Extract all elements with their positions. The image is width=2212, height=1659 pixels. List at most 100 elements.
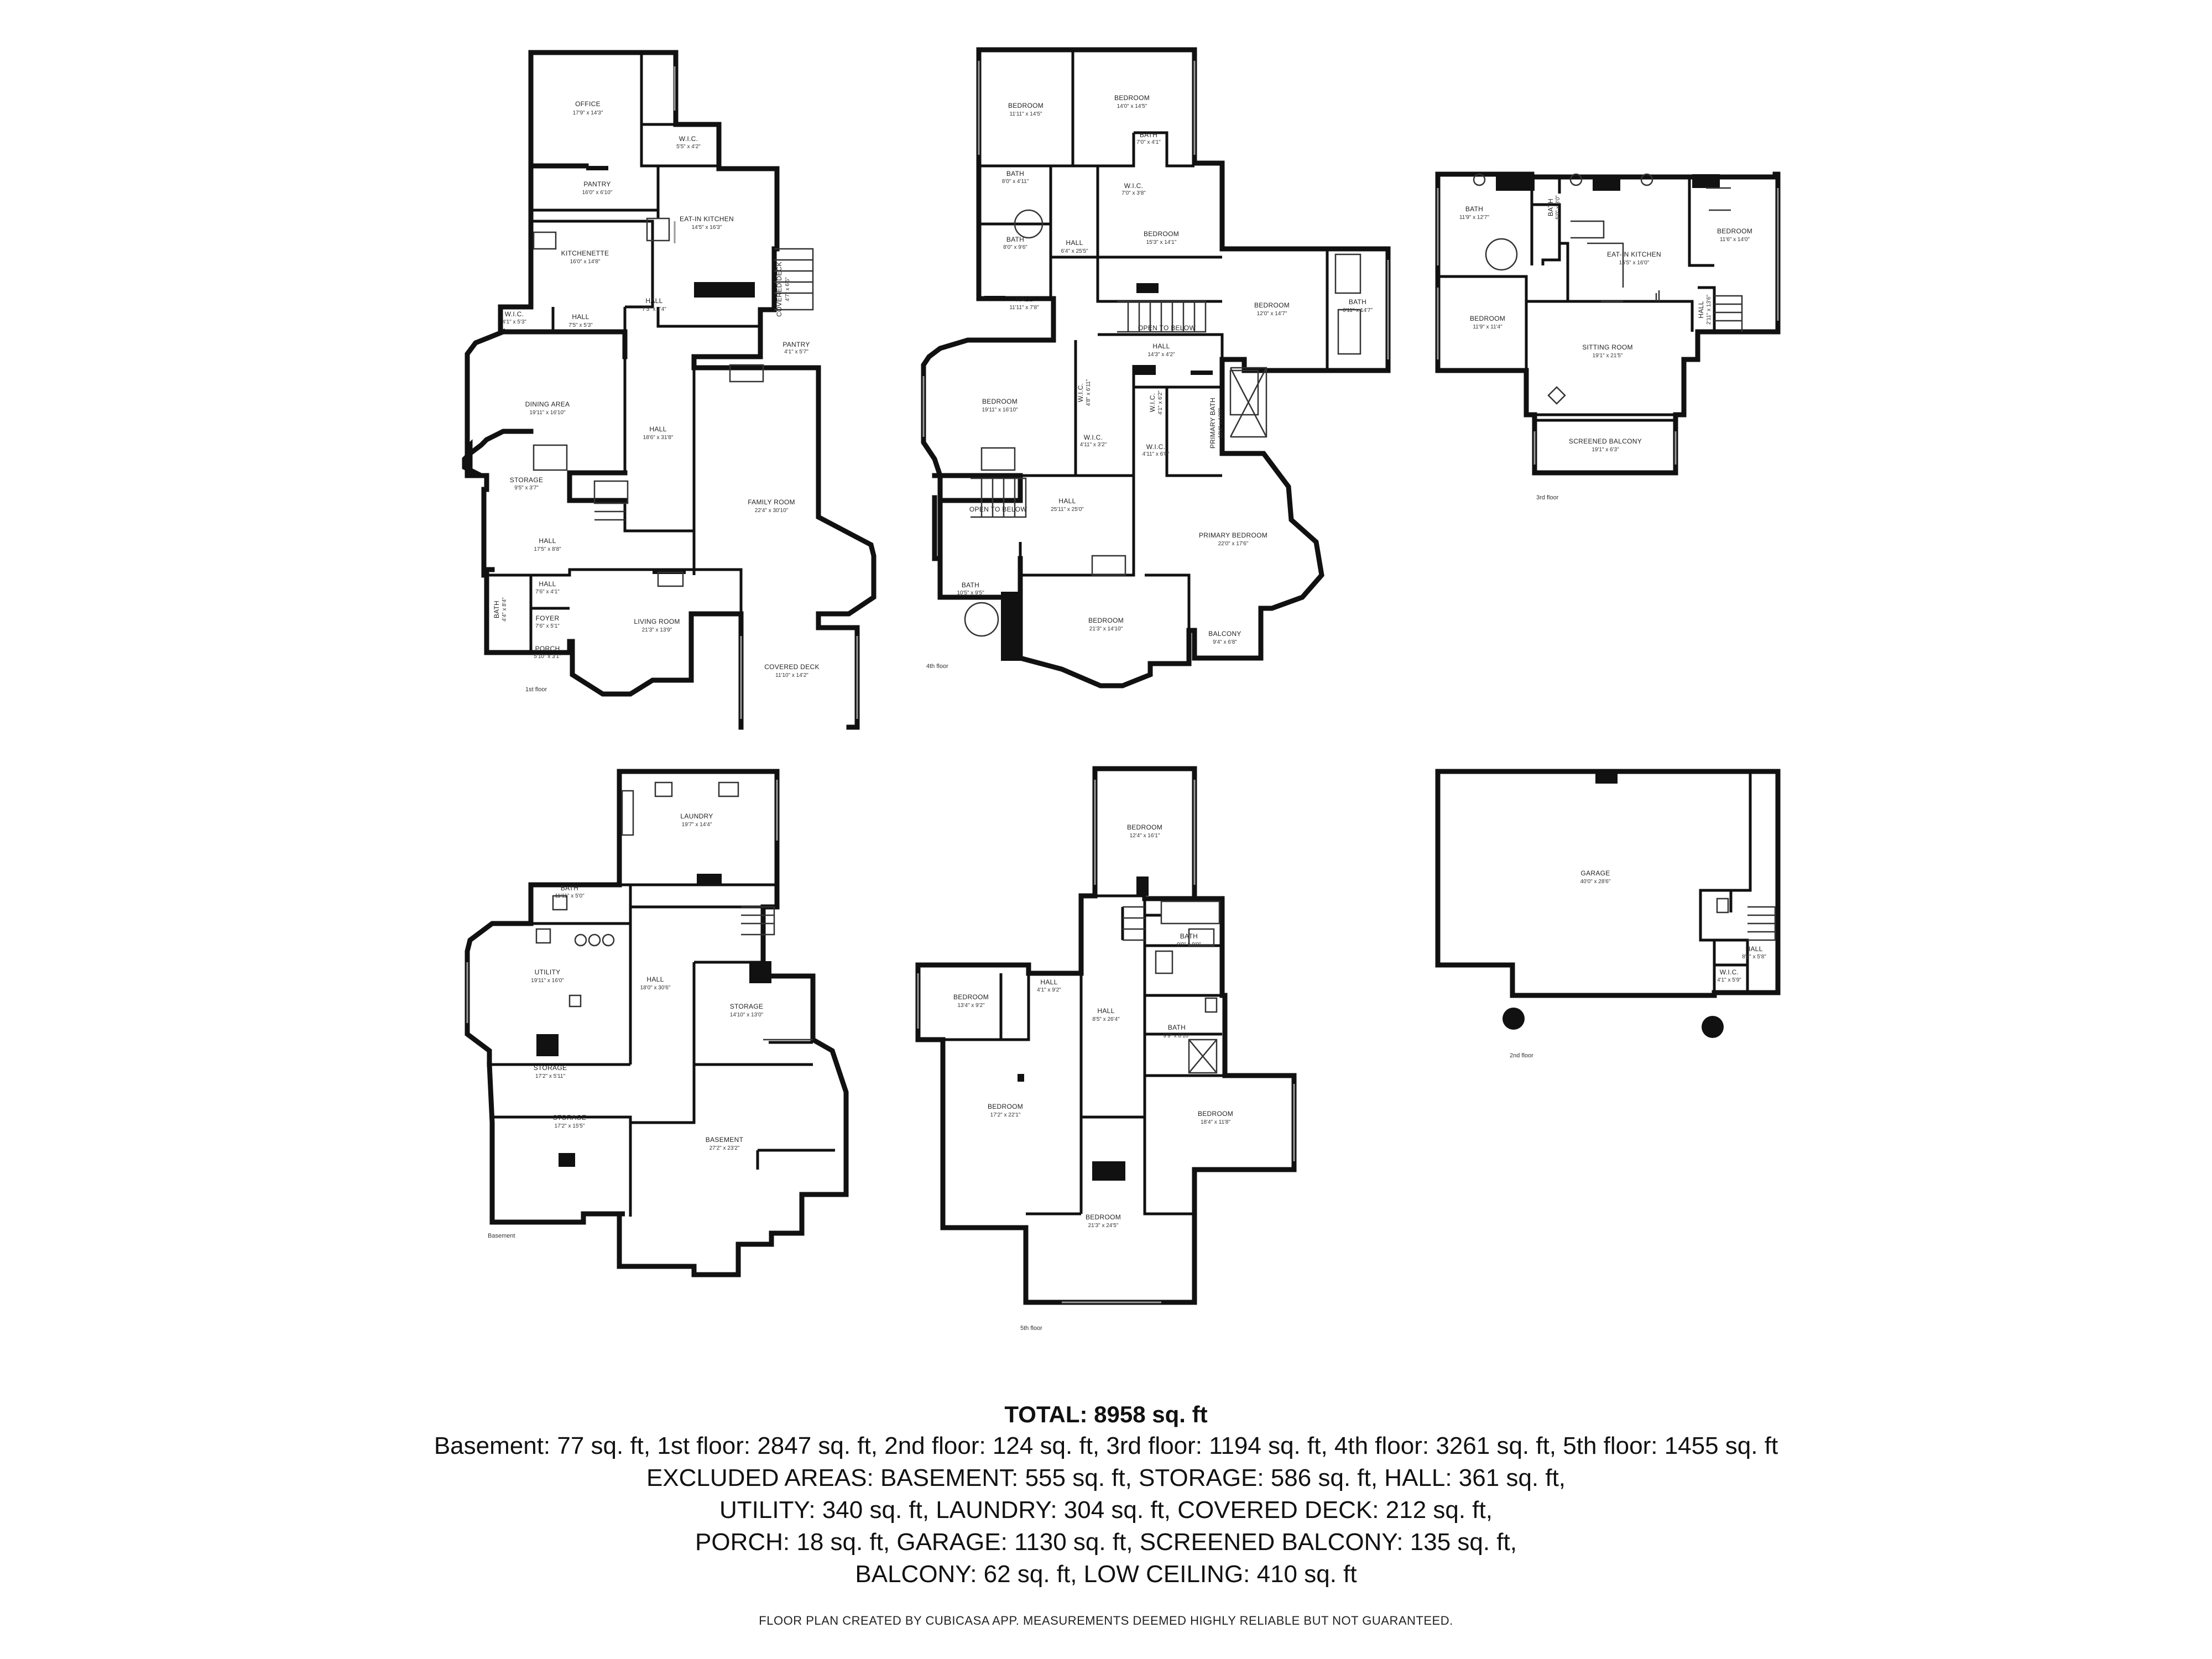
room-dim: 22'0" x 17'6" <box>1218 541 1249 547</box>
room-dim: 12'0" x 14'7" <box>1257 311 1287 317</box>
room-name: STORAGE <box>534 1064 567 1072</box>
room-name: BALCONY <box>1208 630 1241 638</box>
floor-label-2nd-floor: 2nd floor <box>1510 1052 1533 1059</box>
room-dim: 21'3" x 13'9" <box>642 627 672 633</box>
room-dim: 22'4" x 30'10" <box>755 508 789 514</box>
room-dim: 13'4" x 9'2" <box>957 1003 985 1009</box>
room-dim: 19'11" x 16'0" <box>531 978 564 984</box>
room-name: UTILITY <box>535 968 561 976</box>
room-dim: 7'0" x 3'8" <box>1121 190 1146 196</box>
room-name: BATH <box>561 884 578 892</box>
room-name: OPEN TO BELOW <box>1138 324 1196 332</box>
room-name: STORAGE <box>510 476 544 484</box>
room-name: SITTING ROOM <box>1582 343 1633 351</box>
room-dim: 9'5" x 3'7" <box>514 485 539 491</box>
room-dim: 14'3" x 4'2" <box>1147 352 1175 358</box>
room-dim: 14'0" x 14'5" <box>1117 103 1147 109</box>
room-name: BATH <box>1006 170 1024 178</box>
room-name: BEDROOM <box>1470 315 1505 322</box>
room-dim: 4'4" x 8'4" <box>502 597 508 622</box>
room-name: HALL <box>539 580 556 588</box>
room-dim: 7'3" x 7'4" <box>642 306 666 312</box>
room-dim: 21'3" x 24'5" <box>1088 1223 1119 1229</box>
room-name: HALL <box>645 297 662 305</box>
floor-2nd-floor <box>1435 769 1781 1038</box>
floor-5th-floor <box>915 766 1297 1305</box>
room-dim: 7'0" x 4'1" <box>1136 139 1161 145</box>
room-dim: 40'0" x 28'6" <box>1580 879 1611 885</box>
room-name: HALL <box>646 975 664 983</box>
room-name: W.I.C. <box>1146 443 1165 451</box>
room-name: HALL <box>1152 342 1170 350</box>
room-name: HALL <box>1697 301 1705 318</box>
room-dim: 4'1" x 5'3" <box>502 319 526 325</box>
room-name: LAUNDRY <box>680 812 713 820</box>
room-dim: 11'11" x 5'0" <box>555 893 585 899</box>
room-name: HALL <box>1097 1007 1114 1015</box>
room-name: BEDROOM <box>1127 823 1162 831</box>
room-name: PRIMARY BATH <box>1209 398 1217 448</box>
room-dim: 11'11" x 7'8" <box>1009 305 1039 311</box>
room-dim: 4'7" x 6'5" <box>785 277 791 301</box>
room-dim: 11'9" x 11'4" <box>1473 324 1503 330</box>
room-dim: 7'5" x 5'3" <box>568 322 593 328</box>
room-name: BATH <box>1180 932 1198 940</box>
room-dim: 11'9" x 12'7" <box>1459 215 1490 221</box>
room-name: STORAGE <box>730 1003 764 1010</box>
room-dim: 4'1" x 5'9" <box>1717 977 1741 983</box>
room-name: BEDROOM <box>982 398 1018 405</box>
room-name: BEDROOM <box>1086 1213 1121 1221</box>
floor-label-5th-floor: 5th floor <box>1020 1325 1042 1332</box>
total-area: TOTAL: 8958 sq. ft <box>1004 1401 1208 1427</box>
room-name: COVERED DECK <box>775 262 783 317</box>
room-dim: 19'1" x 6'3" <box>1592 447 1619 453</box>
room-dim: 17'2" x 22'1" <box>990 1112 1021 1118</box>
room-name: GARAGE <box>1580 869 1610 877</box>
room-name: LIVING ROOM <box>634 618 680 625</box>
room-name: W.I.C. <box>1149 393 1156 412</box>
room-name: EAT-IN KITCHEN <box>680 215 734 223</box>
floor-label-basement: Basement <box>488 1233 515 1239</box>
room-name: PANTRY <box>782 341 810 348</box>
room-dim: 18'4" x 11'8" <box>1201 1119 1231 1125</box>
room-dim: 10'5" x 9'5" <box>957 590 984 596</box>
floor-label-3rd-floor: 3rd floor <box>1536 494 1559 501</box>
room-name: DINING AREA <box>525 400 570 408</box>
room-name: W.I.C. <box>679 135 698 143</box>
room-dim: 19'7" x 14'4" <box>682 822 712 828</box>
room-name: FAMILY ROOM <box>748 498 795 506</box>
room-dim: 11'10" x 14'2" <box>775 672 808 679</box>
room-dim: 17'5" x 8'8" <box>534 546 561 552</box>
room-dim: 17'9" x 14'3" <box>573 110 603 116</box>
room-dim: 15'3" x 14'1" <box>1146 239 1177 246</box>
room-name: EAT-IN KITCHEN <box>1607 251 1661 258</box>
room-name: HALL <box>1745 945 1762 953</box>
room-dim: 19'11" x 16'10" <box>982 407 1018 413</box>
room-name: BEDROOM <box>1114 94 1150 102</box>
room-dim: 7'6" x 4'1" <box>535 589 560 595</box>
room-name: W.I.C. <box>1077 383 1084 402</box>
floor-3rd-floor <box>1435 171 1781 476</box>
room-dim: 17'2" x 15'5" <box>555 1123 585 1129</box>
area-summary: TOTAL: 8958 sq. ft Basement: 77 sq. ft, … <box>0 1399 2212 1590</box>
room-dim: 16'0" x 6'10" <box>582 190 613 196</box>
floor-label-1st-floor: 1st floor <box>525 686 547 693</box>
room-name: OFFICE <box>575 100 601 108</box>
room-name: BATH <box>1168 1024 1186 1031</box>
room-dim: 4'11" x 6'0" <box>1142 451 1170 457</box>
room-dim: 8'0" x 4'11" <box>1002 179 1029 185</box>
room-name: W.I.C. <box>1720 968 1739 976</box>
room-dim: 19'1" x 21'5" <box>1593 353 1623 359</box>
room-name: OPEN TO BELOW <box>969 505 1027 513</box>
room-dim: 17'2" x 5'11" <box>535 1073 566 1079</box>
room-dim: 10'4" x 13'0" <box>1218 408 1224 438</box>
room-name: STORAGE <box>553 1114 587 1121</box>
room-dim: 5'10" x 3'1" <box>534 654 561 660</box>
room-name: HALL <box>539 537 556 545</box>
room-dim: 27'2" x 23'2" <box>709 1145 740 1151</box>
room-dim: 21'3" x 14'10" <box>1089 626 1123 632</box>
summary-line-excluded-3: PORCH: 18 sq. ft, GARAGE: 1130 sq. ft, S… <box>695 1528 1517 1556</box>
